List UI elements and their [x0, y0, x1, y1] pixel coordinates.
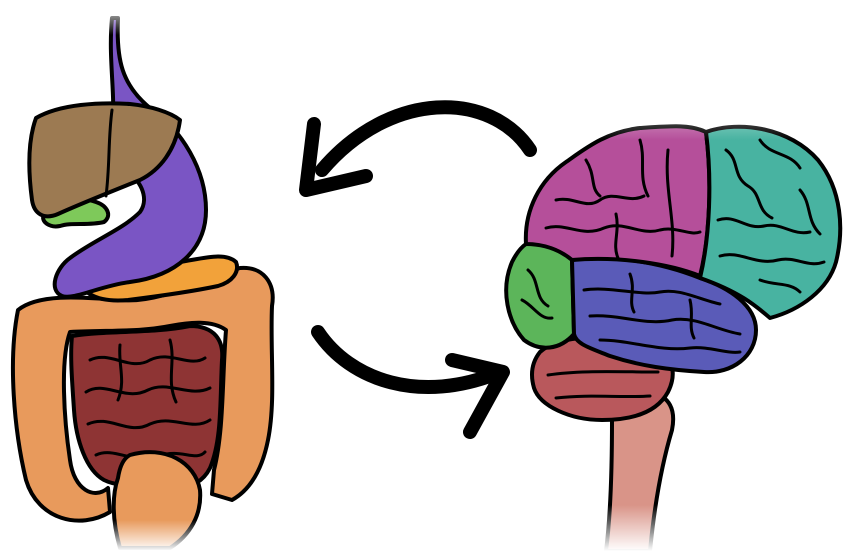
curved-arrow-right-icon	[318, 332, 503, 432]
curved-arrow-left-icon	[306, 107, 530, 190]
brain-icon	[506, 126, 840, 551]
digestive-system-icon	[13, 18, 273, 548]
